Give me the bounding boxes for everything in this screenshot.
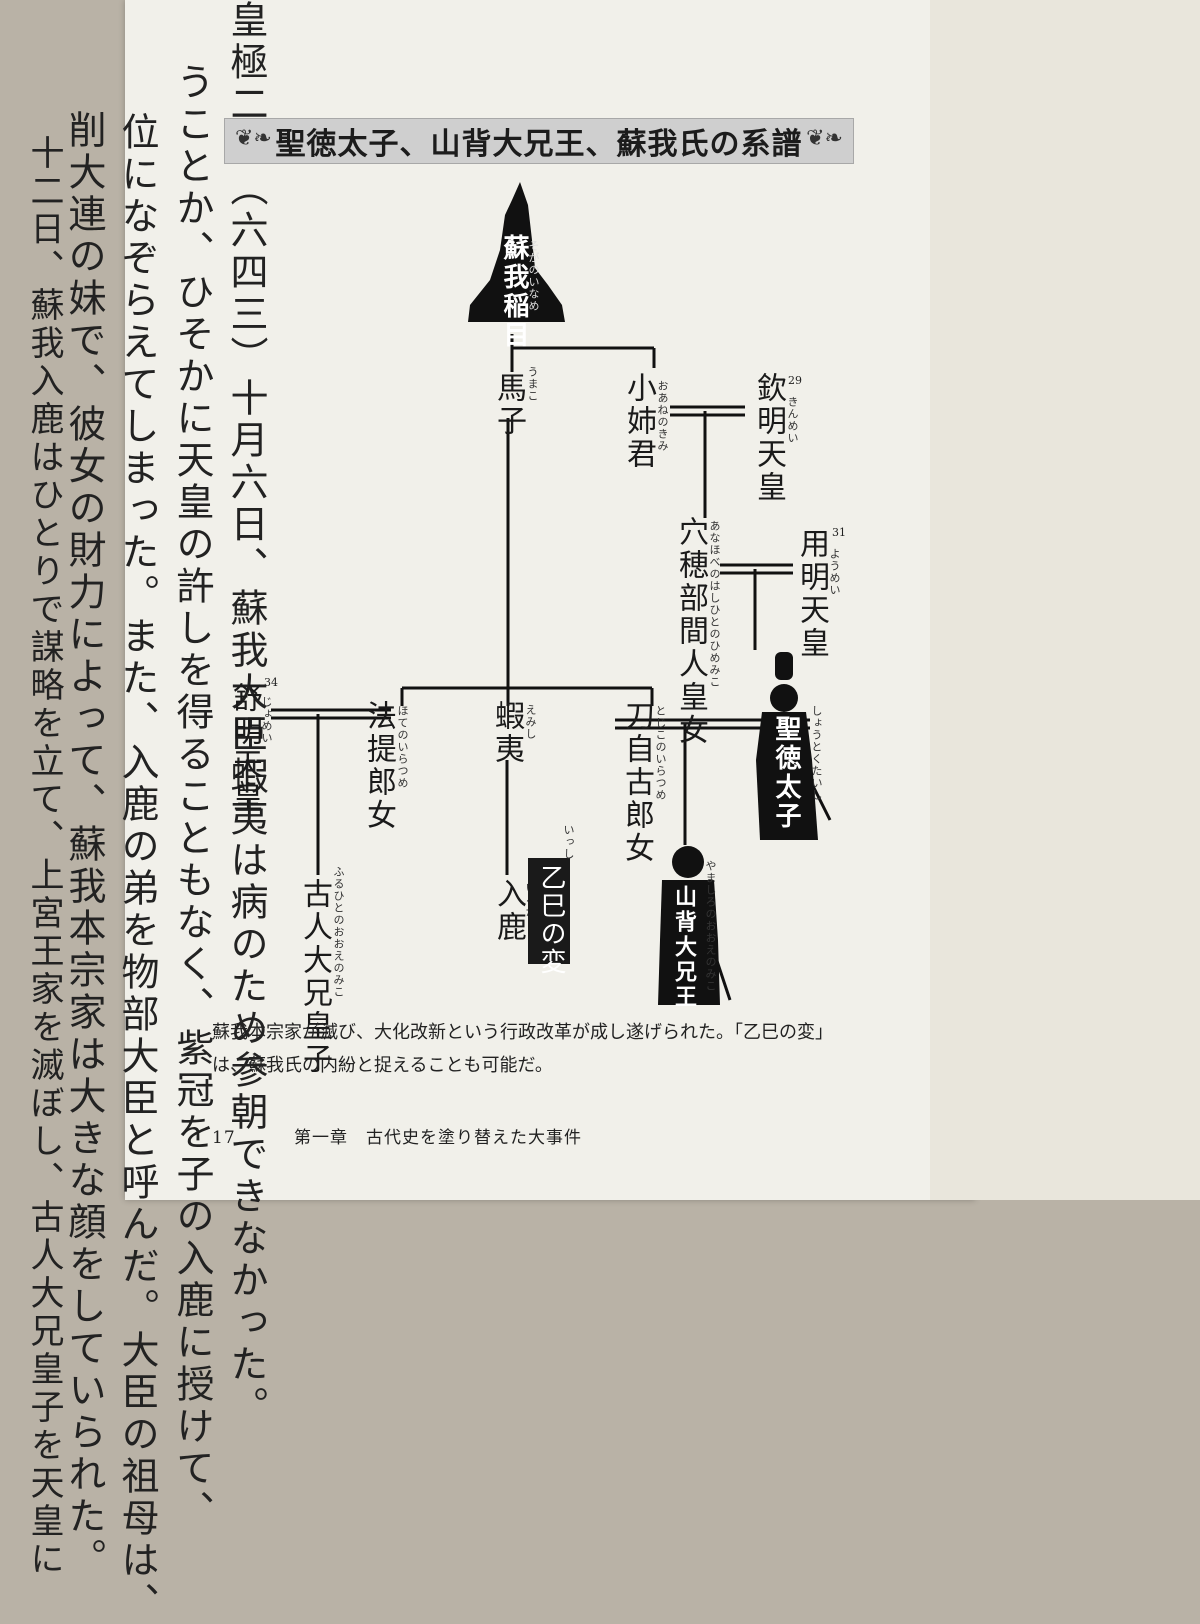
reign-number: 34 — [264, 676, 278, 689]
figure-caption: 蘇我本宗家が滅び、大化改新という行政改革が成し遂げられた。「乙巳の変」は、蘇我氏… — [212, 1016, 842, 1082]
ruby-hote: ほてのいらつめ — [394, 705, 410, 789]
ruby-umako: うまこ — [524, 366, 540, 402]
person-hote: 法提郎女 — [362, 700, 394, 832]
ruby-shotoku: しょうとくたいし — [808, 705, 824, 801]
person-shotoku: 聖徳太子 — [770, 715, 802, 831]
ruby-furuhito: ふるひとのおおえのみこ — [330, 866, 346, 998]
ruby-oane: おあねのきみ — [654, 380, 670, 452]
reign-number: 31 — [832, 526, 846, 539]
person-toji: 刀自古郎女 — [620, 700, 652, 865]
person-oane: 小姉君 — [622, 372, 654, 471]
ruby-iname: そがのいなめ — [525, 240, 541, 312]
ruby-event: いっし — [560, 824, 576, 860]
person-anaho: 穴穂部間人皇女 — [674, 516, 706, 747]
ruby-kinmei: きんめい — [784, 396, 800, 444]
event-label: 乙巳の変 — [533, 864, 570, 976]
ruby-toji: とじこのいらつめ — [652, 705, 668, 801]
person-kinmei: 欽明天皇 — [752, 372, 784, 504]
ruby-yamashiro: やましろのおおえのみこ — [702, 860, 718, 992]
person-iruka: 入鹿 — [492, 878, 524, 944]
person-jomei: 舒明天皇 — [228, 682, 260, 814]
ruby-emishi: えみし — [522, 704, 538, 740]
person-yomei: 用明天皇 — [795, 528, 827, 660]
reign-number: 29 — [788, 374, 802, 387]
ruby-yomei: ようめい — [826, 548, 842, 596]
person-emishi: 蝦夷 — [490, 700, 522, 766]
page-footer: 17 第一章 古代史を塗り替えた大事件 — [212, 1123, 582, 1148]
ruby-anaho: あなほべのはしひとのひめみこ — [706, 520, 722, 688]
chapter-title: 第一章 古代史を塗り替えた大事件 — [294, 1128, 582, 1148]
person-yamashiro: 山背大兄王 — [672, 885, 696, 1010]
page-number: 17 — [212, 1128, 236, 1148]
ruby-jomei: じょめい — [258, 696, 274, 744]
person-umako: 馬子 — [492, 372, 524, 438]
